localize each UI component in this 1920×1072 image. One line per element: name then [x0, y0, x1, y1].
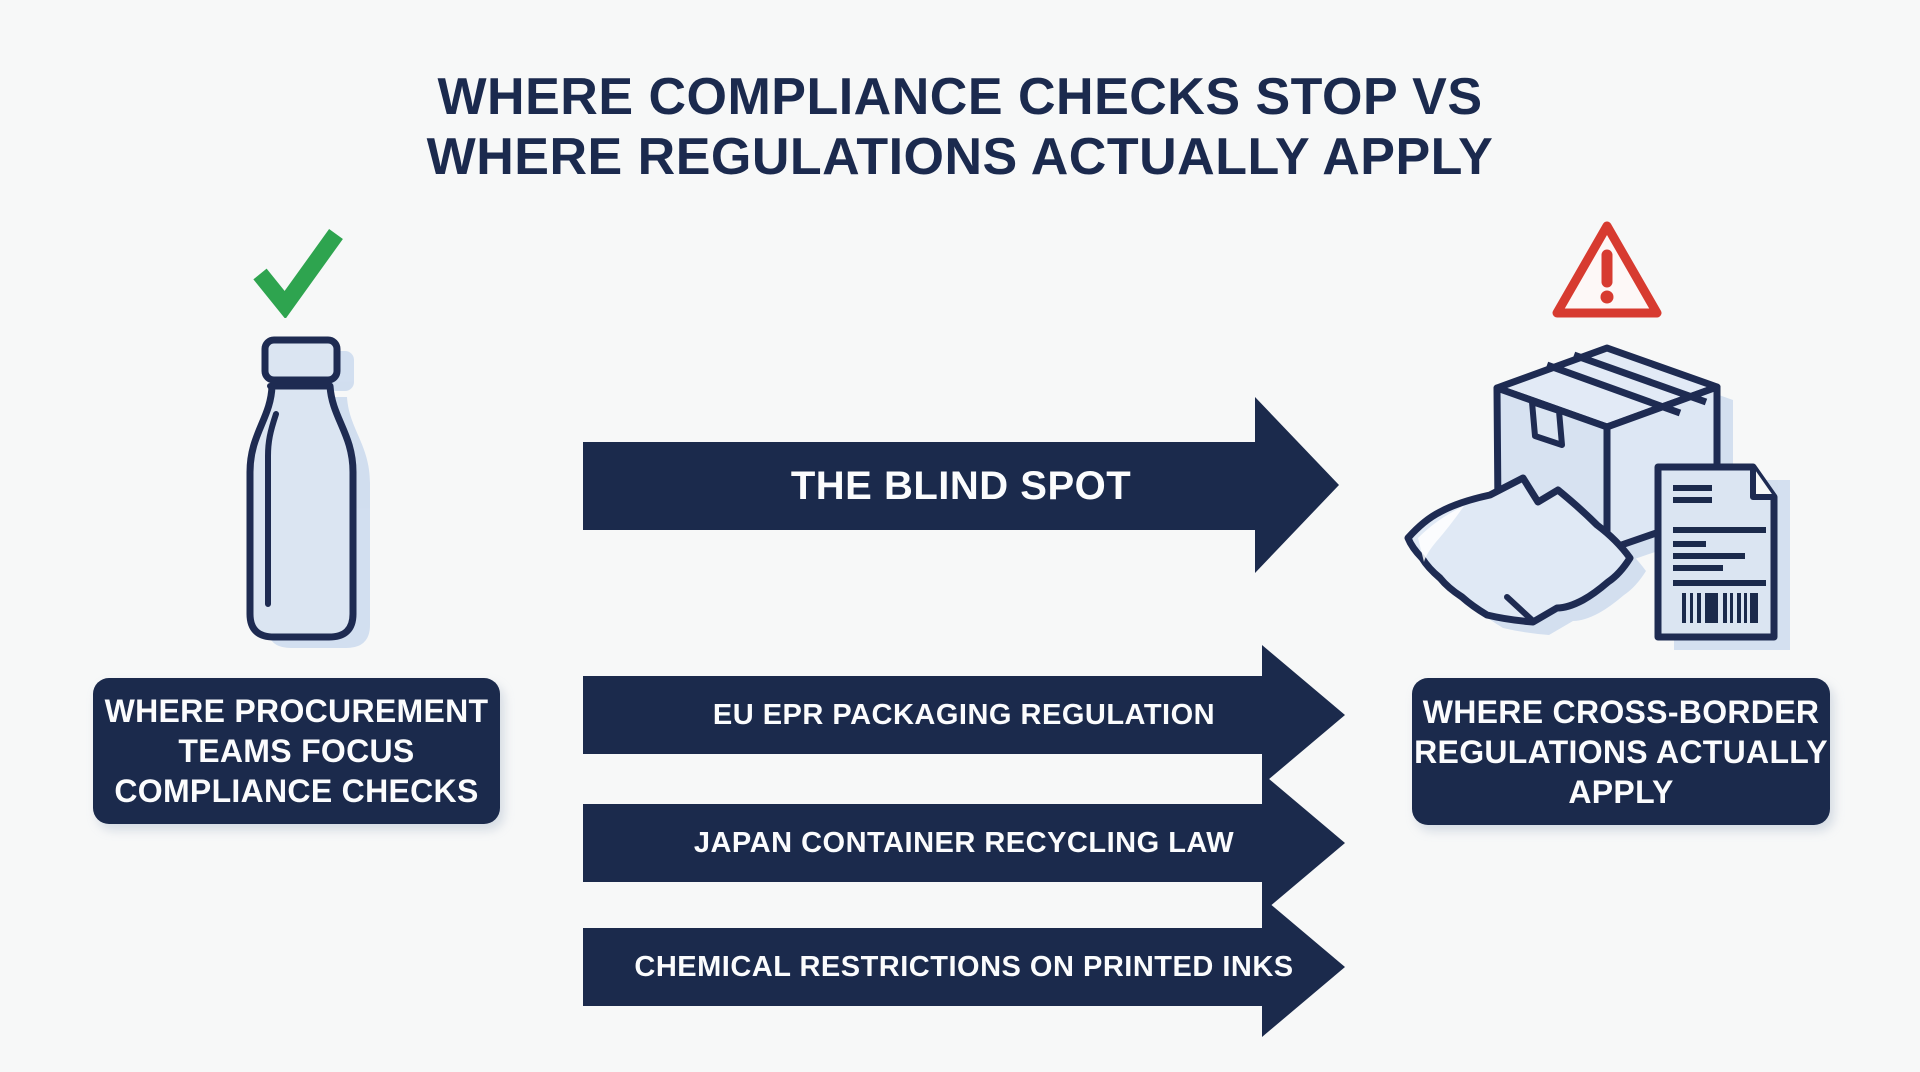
barcode-icon	[1682, 593, 1758, 623]
warning-triangle-icon	[1552, 221, 1662, 318]
green-checkmark-icon	[253, 229, 343, 318]
regulation-arrow-body	[583, 804, 1262, 882]
packaging-cluster-icon	[1404, 344, 1790, 650]
left-caption-line-2: TEAMS FOCUS	[178, 733, 415, 769]
regulation-arrow-head	[1262, 773, 1345, 913]
left-caption-line-1: WHERE PROCUREMENT	[104, 693, 489, 729]
regulation-arrow-body	[583, 928, 1262, 1006]
regulation-arrow-head	[1262, 897, 1345, 1037]
right-caption-line-1: WHERE CROSS-BORDER	[1422, 693, 1820, 730]
right-caption-box: WHERE CROSS-BORDER REGULATIONS ACTUALLY …	[1412, 678, 1830, 825]
regulation-arrow-label-eu-epr: EU EPR PACKAGING REGULATION	[712, 698, 1216, 731]
title-line-2: WHERE REGULATIONS ACTUALLY APPLY	[426, 128, 1494, 186]
right-caption-line-3: APPLY	[1568, 773, 1674, 810]
blind-spot-arrow-head	[1255, 397, 1339, 573]
regulation-arrow-body	[583, 676, 1262, 754]
left-caption-line-3: COMPLIANCE CHECKS	[114, 773, 479, 809]
shipping-document-icon	[1654, 463, 1778, 641]
blind-spot-arrow-label: THE BLIND SPOT	[790, 463, 1132, 508]
title-line-1: WHERE COMPLIANCE CHECKS STOP VS	[437, 68, 1483, 126]
left-caption-box: WHERE PROCUREMENT TEAMS FOCUS COMPLIANCE…	[93, 678, 500, 824]
regulation-arrow-label-inks: CHEMICAL RESTRICTIONS ON PRINTED INKS	[634, 950, 1294, 983]
plastic-bottle-icon	[246, 336, 370, 648]
regulation-arrow-head	[1262, 645, 1345, 785]
crumpled-wrap-icon	[1404, 474, 1634, 626]
right-caption-line-2: REGULATIONS ACTUALLY	[1414, 733, 1828, 770]
blind-spot-arrow-body	[583, 442, 1255, 530]
regulation-arrow-label-japan: JAPAN CONTAINER RECYCLING LAW	[693, 826, 1235, 859]
